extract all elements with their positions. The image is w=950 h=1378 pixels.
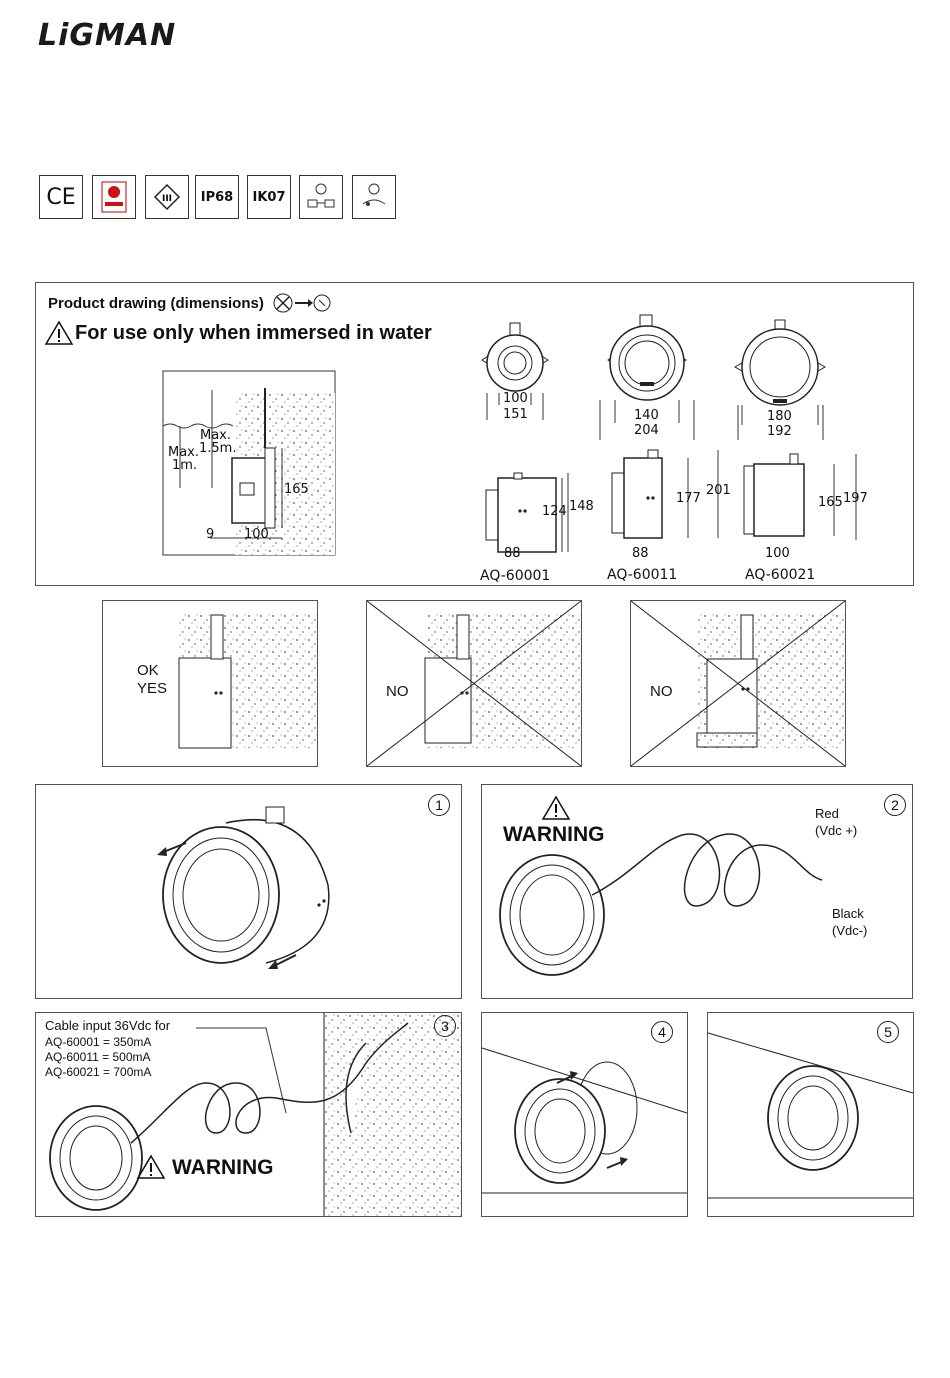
drawing-title: Product drawing (dimensions) <box>48 295 264 312</box>
cable-spec-2: AQ-60011 = 500mA <box>45 1050 151 1064</box>
step-3-warning: WARNING <box>172 1156 274 1179</box>
step-2-warning: WARNING <box>503 823 605 846</box>
depth-min-value: 1m. <box>172 458 198 473</box>
m3-code: AQ-60021 <box>745 567 816 583</box>
m3-outer-dim: 192 <box>767 424 792 439</box>
step-2-panel <box>481 784 913 999</box>
side-dim-100: 100 <box>244 527 269 542</box>
placement-no-panel-2 <box>630 600 846 767</box>
installation-icon <box>352 175 396 219</box>
m1-h2-dim: 148 <box>569 499 594 514</box>
side-dim-9: 9 <box>206 527 215 542</box>
ik07-icon: IK07 <box>247 175 291 219</box>
side-dim-165: 165 <box>284 482 309 497</box>
installation-side-drawing <box>162 370 336 556</box>
m2-h2-dim: 201 <box>706 483 731 498</box>
tool-to-bulb-icon <box>272 292 334 319</box>
depth-min-label: Max. <box>168 445 200 460</box>
m2-depth-dim: 88 <box>632 546 649 561</box>
placement-no-panel-1 <box>366 600 582 767</box>
step-1-number: 1 <box>428 794 450 816</box>
step-2-number: 2 <box>884 794 906 816</box>
model-front-views <box>481 314 827 440</box>
no-label-1: NO <box>386 683 409 700</box>
svg-text:III: III <box>162 194 172 204</box>
cable-spec-1: AQ-60001 = 350mA <box>45 1035 152 1049</box>
step-2-warning-icon <box>541 795 571 826</box>
black-wire-polarity: (Vdc-) <box>832 923 868 938</box>
m2-inner-dim: 140 <box>634 408 659 423</box>
step-5-number: 5 <box>877 1021 899 1043</box>
quality-seal-icon <box>92 175 136 219</box>
placement-ok-panel <box>102 600 318 767</box>
m1-depth-dim: 88 <box>504 546 521 561</box>
cable-input-title: Cable input 36Vdc for <box>45 1018 171 1033</box>
step-1-panel <box>35 784 462 999</box>
ce-mark-icon: CE <box>39 175 83 219</box>
step-5-panel <box>707 1012 914 1217</box>
m1-h1-dim: 124 <box>542 504 567 519</box>
step-4-panel <box>481 1012 688 1217</box>
model-side-views <box>485 449 857 553</box>
step-4-number: 4 <box>651 1021 673 1043</box>
immersion-warning: For use only when immersed in water <box>75 322 432 344</box>
m3-inner-dim: 180 <box>767 409 792 424</box>
m3-h2-dim: 197 <box>843 491 868 506</box>
class-iii-icon: III <box>145 175 189 219</box>
m2-h1-dim: 177 <box>676 491 701 506</box>
m1-outer-dim: 151 <box>503 407 528 422</box>
m2-outer-dim: 204 <box>634 423 659 438</box>
m1-inner-dim: 100 <box>503 391 528 406</box>
red-wire-label: Red <box>815 806 839 821</box>
red-wire-polarity: (Vdc +) <box>815 823 858 838</box>
driver-icon <box>299 175 343 219</box>
no-label-2: NO <box>650 683 673 700</box>
m1-code: AQ-60001 <box>480 568 551 584</box>
m3-h1-dim: 165 <box>818 495 843 510</box>
step-3-panel <box>35 1012 462 1217</box>
brand-logo: LiGMAN <box>38 18 177 53</box>
depth-max-label: Max. <box>200 428 232 443</box>
ip68-icon: IP68 <box>195 175 239 219</box>
yes-label: YES <box>137 680 168 697</box>
m2-code: AQ-60011 <box>607 567 678 583</box>
step-3-warning-icon <box>136 1154 166 1185</box>
depth-max-value: 1.5m. <box>199 441 237 456</box>
ok-label: OK <box>137 662 159 679</box>
black-wire-label: Black <box>832 906 864 921</box>
m3-depth-dim: 100 <box>765 546 790 561</box>
warning-triangle-icon <box>44 320 74 351</box>
cable-spec-3: AQ-60021 = 700mA <box>45 1065 152 1079</box>
step-3-number: 3 <box>434 1015 456 1037</box>
